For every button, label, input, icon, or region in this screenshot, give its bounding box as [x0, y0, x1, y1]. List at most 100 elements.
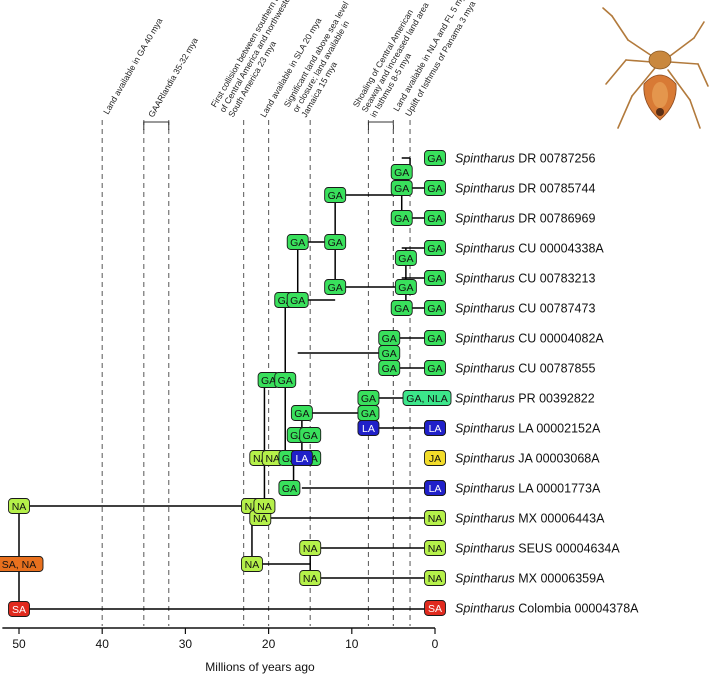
spider-photo — [602, 7, 709, 129]
node-area-label: GA — [290, 237, 305, 249]
node-area-box — [0, 556, 44, 572]
node-area-box — [290, 450, 313, 466]
tip-area-box — [424, 510, 446, 526]
tip-name: Spintharus CU 00787473 — [455, 302, 595, 316]
node-area-label: SA — [12, 604, 26, 616]
node-area-label: GA — [328, 282, 343, 294]
tip-area-box — [424, 600, 446, 616]
spider-leg — [605, 59, 627, 85]
node-area-box — [390, 300, 413, 316]
node-area-box — [278, 480, 301, 496]
node-area-label: GA — [398, 253, 413, 265]
node-area-box — [324, 234, 347, 250]
ancestral-area-boxes: SA, NA SA NA NA NA NA NA NA NA NA NA GA GA GA GA GA GA GA… — [0, 150, 452, 617]
tip-area-label: GA — [427, 153, 442, 165]
event-bracket — [143, 121, 170, 130]
node-area-label: GA — [361, 408, 376, 420]
tip-area-label: LA — [429, 423, 442, 435]
axis-tick-label: 10 — [345, 637, 359, 651]
node-area-label: GA — [382, 333, 397, 345]
node-area-box — [253, 498, 276, 514]
axis-tick-label: 0 — [432, 637, 439, 651]
node-area-box — [8, 498, 30, 514]
tip-area-box — [424, 180, 446, 196]
node-area-label: GA — [361, 393, 376, 405]
node-area-label: NA — [245, 559, 260, 571]
tip-name: Spintharus PR 00392822 — [455, 392, 595, 406]
axis-title: Millions of years ago — [205, 660, 315, 674]
tip-name: Spintharus MX 00006359A — [455, 572, 605, 586]
spider-leg — [669, 61, 699, 65]
node-area-label: GA — [394, 303, 409, 315]
tip-area-box — [424, 570, 446, 586]
node-area-box — [390, 180, 413, 196]
node-area-label: GA — [290, 295, 305, 307]
node-area-box — [274, 372, 297, 388]
tip-area-box — [402, 390, 452, 406]
spider-leg — [625, 59, 653, 63]
node-area-label: NA — [303, 543, 318, 555]
tip-name: Spintharus CU 00787855 — [455, 362, 595, 376]
tip-name: Spintharus DR 00785744 — [455, 182, 595, 196]
node-area-box — [286, 292, 309, 308]
spider-leg — [667, 69, 691, 101]
node-area-label: NA — [303, 573, 318, 585]
node-area-label: GA — [394, 213, 409, 225]
tip-area-label: GA — [427, 363, 442, 375]
spider-cephalothorax — [648, 50, 672, 70]
tip-name: Spintharus MX 00006443A — [455, 512, 605, 526]
tip-area-box — [424, 210, 446, 226]
tip-area-label: GA, NLA — [406, 393, 447, 405]
tip-area-label: SA — [428, 603, 442, 615]
tip-name: Spintharus JA 00003068A — [455, 452, 600, 466]
node-area-box — [290, 405, 313, 421]
node-area-label: GA — [328, 190, 343, 202]
node-area-box — [394, 279, 417, 295]
event-bracket — [367, 121, 394, 130]
node-area-box — [324, 279, 347, 295]
node-area-label: NA — [253, 513, 268, 525]
tip-area-label: GA — [427, 243, 442, 255]
tip-area-label: NA — [428, 573, 443, 585]
tip-name: Spintharus LA 00001773A — [455, 482, 601, 496]
tree-branches — [18, 157, 435, 610]
tip-area-box — [424, 300, 446, 316]
node-area-label: GA — [394, 183, 409, 195]
spider-leg — [602, 7, 613, 17]
tip-area-label: GA — [427, 213, 442, 225]
tip-area-label: NA — [428, 513, 443, 525]
node-area-box — [357, 420, 380, 436]
event-label: GAARlandia 35-32 mya — [146, 36, 200, 119]
spider-leg — [617, 95, 633, 129]
node-area-label: NA — [265, 453, 280, 465]
spider-leg — [689, 99, 701, 129]
node-area-label: GA — [282, 483, 297, 495]
tip-area-label: JA — [429, 453, 441, 465]
axis-tick-label: 30 — [179, 637, 193, 651]
node-area-box — [299, 427, 322, 443]
spider-leg — [611, 15, 629, 41]
tip-area-box — [424, 450, 446, 466]
node-area-label: NA — [12, 501, 27, 513]
node-area-box — [241, 556, 263, 572]
node-area-box — [324, 187, 347, 203]
tip-area-label: NA — [428, 543, 443, 555]
spider-spot — [656, 108, 664, 116]
tip-area-box — [424, 420, 446, 436]
node-area-label: SA, NA — [2, 559, 36, 571]
tip-name: Spintharus CU 00783213 — [455, 272, 595, 286]
tip-name: Spintharus DR 00786969 — [455, 212, 595, 226]
node-area-box — [378, 360, 401, 376]
spider-leg — [631, 67, 656, 97]
node-area-label: GA — [278, 375, 293, 387]
axis-tick-label: 40 — [96, 637, 110, 651]
node-area-label: GA — [382, 348, 397, 360]
node-area-box — [8, 601, 30, 617]
node-area-box — [390, 210, 413, 226]
spider-leg — [697, 63, 709, 87]
tip-area-label: LA — [429, 483, 442, 495]
node-area-label: GA — [398, 282, 413, 294]
